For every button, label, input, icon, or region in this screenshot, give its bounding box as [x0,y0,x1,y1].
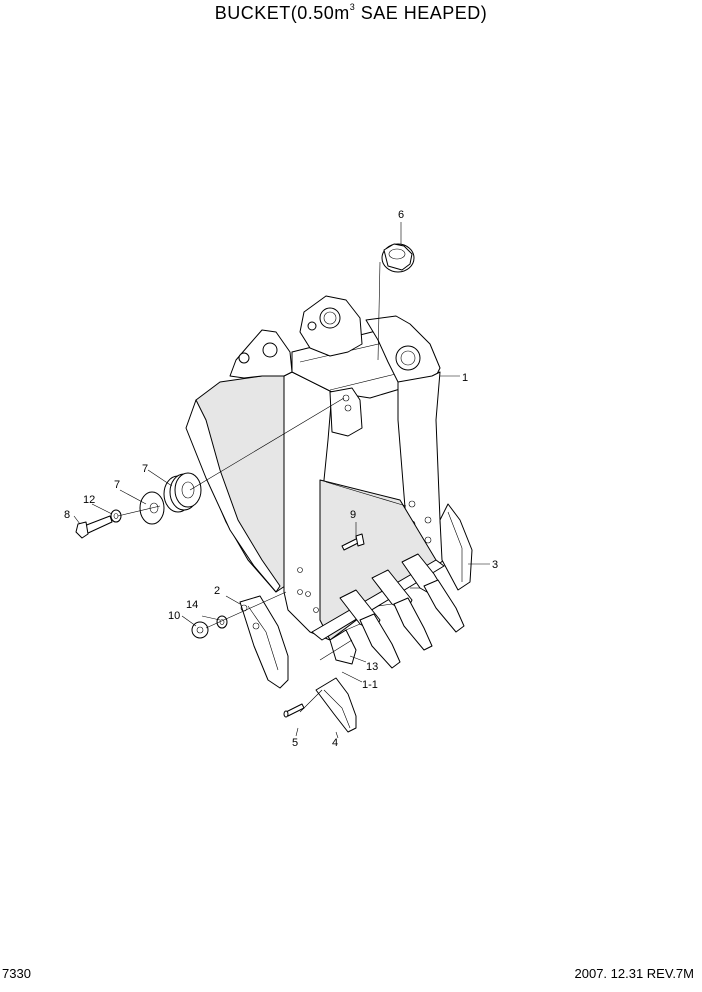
washer-part-12 [110,509,122,523]
leader-lines [73,222,490,739]
callout-8: 7 [142,463,148,475]
callout-10: 9 [350,509,356,521]
washer-part-14 [216,615,228,629]
page-code: 7330 [2,966,31,981]
callout-5: 5 [292,737,298,749]
bucket-assembly [185,295,445,641]
bushing-part-6 [381,243,415,273]
tooth-tip-part-4 [315,677,357,733]
nut-part-11 [191,621,209,639]
bolt-part-9 [75,515,113,539]
callout-1: 1 [462,372,468,384]
callout-4: 4 [332,737,338,749]
shim-pack-part-8 [163,472,202,513]
adapter-and-tip-row [329,553,465,669]
callout-3: 3 [492,559,498,571]
page-title: BUCKET(0.50m3 SAE HEAPED) [214,2,488,23]
callout-9: 8 [64,509,70,521]
callout-7: 7 [114,479,120,491]
callout-13: 13 [366,661,378,673]
pin-part-5 [283,703,305,718]
callout-11: 10 [168,610,180,622]
callout-12: 12 [83,494,95,506]
side-cutter-left [239,595,289,689]
callout-6: 6 [398,209,404,221]
callout-14: 14 [186,599,198,611]
callout-1-1: 1-1 [362,679,378,691]
side-cutter-right [439,503,473,591]
revision-date: 2007. 12.31 REV.7M [574,966,695,981]
callout-2: 2 [214,585,220,597]
callout-labels: 6 1 7 7 12 8 9 3 2 14 10 13 1-1 5 4 [64,209,498,749]
bolt-part-10 [341,533,365,551]
